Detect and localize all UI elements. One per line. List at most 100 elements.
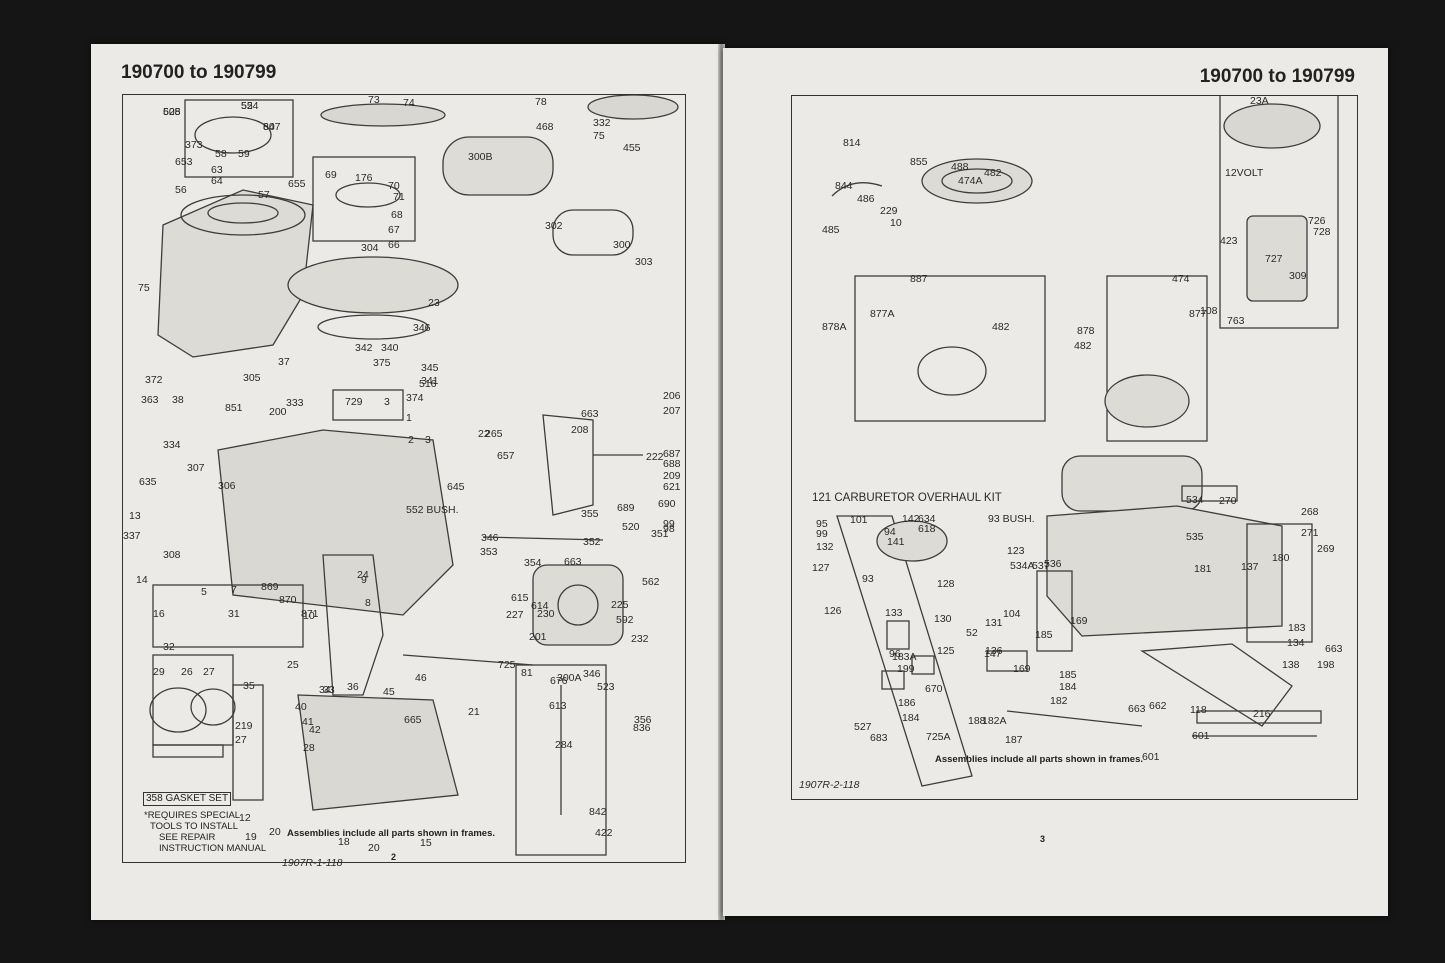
part-callout: 75 bbox=[138, 282, 150, 294]
part-callout: 180 bbox=[1272, 552, 1290, 564]
part-callout: 57 bbox=[258, 189, 270, 201]
part-callout: 225 bbox=[611, 599, 629, 611]
part-callout: 14 bbox=[136, 574, 148, 586]
page-heading: 190700 to 190799 bbox=[1199, 66, 1355, 87]
part-callout: 132 bbox=[816, 541, 834, 553]
part-callout: 300B bbox=[468, 151, 493, 163]
part-callout: 182A bbox=[982, 715, 1007, 727]
part-callout: 185 bbox=[1059, 669, 1077, 681]
part-callout: 52 bbox=[966, 627, 978, 639]
part-callout: 5 bbox=[201, 586, 207, 598]
part-callout: 653 bbox=[175, 156, 193, 168]
part-callout: 516 bbox=[419, 378, 437, 390]
diagram-frame: 358 GASKET SET *REQUIRES SPECIAL TOOLS T… bbox=[122, 94, 686, 868]
part-callout: 341 bbox=[421, 375, 439, 387]
part-callout: 126 bbox=[824, 605, 842, 617]
part-callout: 55 bbox=[241, 100, 253, 112]
part-callout: 537 bbox=[1032, 560, 1050, 572]
part-callout: 3 bbox=[425, 434, 431, 446]
right-page: 190700 to 190799 bbox=[723, 48, 1388, 916]
part-callout: 186 bbox=[898, 697, 916, 709]
part-callout: 9 bbox=[361, 574, 367, 586]
part-callout: 141 bbox=[887, 536, 905, 548]
part-callout: 216 bbox=[1253, 708, 1271, 720]
part-callout: 307 bbox=[187, 462, 205, 474]
part-callout: 184 bbox=[902, 712, 920, 724]
part-callout: 56 bbox=[175, 184, 187, 196]
part-callout: 851 bbox=[225, 402, 243, 414]
part-callout: 269 bbox=[1317, 543, 1335, 555]
part-callout: 15 bbox=[420, 837, 432, 849]
part-callout: 185 bbox=[1035, 629, 1053, 641]
part-callout: 169 bbox=[1070, 615, 1088, 627]
part-callout: 303 bbox=[635, 256, 653, 268]
part-callout: 423 bbox=[1220, 235, 1238, 247]
exploded-view-drawing bbox=[149, 95, 679, 856]
part-callout: 482 bbox=[984, 167, 1002, 179]
part-callout: 333 bbox=[286, 397, 304, 409]
part-callout: 592 bbox=[616, 614, 634, 626]
part-callout: 690 bbox=[658, 498, 676, 510]
part-callout: 25 bbox=[287, 659, 299, 671]
part-callout: 635 bbox=[139, 476, 157, 488]
part-callout: 60 bbox=[263, 121, 275, 133]
part-callout: 37 bbox=[278, 356, 290, 368]
part-callout: 41 bbox=[302, 716, 314, 728]
volt-label: 12VOLT bbox=[1225, 167, 1264, 179]
part-callout: 375 bbox=[373, 357, 391, 369]
part-callout: 562 bbox=[642, 576, 660, 588]
part-callout: 878 bbox=[1077, 325, 1095, 337]
part-callout: 534A bbox=[1010, 560, 1035, 572]
part-callout: 534 bbox=[1186, 494, 1204, 506]
part-callout: 346 bbox=[413, 322, 431, 334]
part-callout: 373 bbox=[185, 139, 203, 151]
part-callout: 374 bbox=[406, 392, 424, 404]
part-callout: 601 bbox=[1142, 751, 1160, 763]
part-callout: 869 bbox=[261, 581, 279, 593]
part-callout: 363 bbox=[141, 394, 159, 406]
part-callout: 99 bbox=[663, 518, 675, 530]
part-callout: 351 bbox=[651, 528, 669, 540]
part-callout: 355 bbox=[581, 508, 599, 520]
part-callout: 520 bbox=[622, 521, 640, 533]
part-callout: 468 bbox=[536, 121, 554, 133]
part-callout: 683 bbox=[870, 732, 888, 744]
part-callout: 662 bbox=[1149, 700, 1167, 712]
part-callout: 23 bbox=[428, 297, 440, 309]
part-callout: 31 bbox=[228, 608, 240, 620]
part-callout: 96 bbox=[889, 648, 901, 660]
part-callout: 536 bbox=[1044, 558, 1062, 570]
part-callout: 618 bbox=[918, 523, 936, 535]
page-heading: 190700 to 190799 bbox=[121, 62, 277, 83]
part-callout: 634 bbox=[918, 513, 936, 525]
part-callout: 181 bbox=[1194, 563, 1212, 575]
exploded-view-drawing bbox=[831, 96, 1339, 787]
part-callout: 304 bbox=[361, 242, 379, 254]
left-page: 190700 to 190799 bbox=[91, 44, 720, 920]
part-callout: 59 bbox=[238, 148, 250, 160]
part-callout: 485 bbox=[822, 224, 840, 236]
part-callout: 524 bbox=[241, 100, 259, 112]
part-callout: 101 bbox=[850, 514, 868, 526]
part-callout: 21 bbox=[468, 706, 480, 718]
part-callout: 346 bbox=[481, 532, 499, 544]
gasket-set-label: 358 GASKET SET bbox=[143, 792, 232, 806]
part-callout: 844 bbox=[835, 180, 853, 192]
part-callout: 222 bbox=[646, 451, 664, 463]
part-callout: 268 bbox=[1301, 506, 1319, 518]
part-callout: 855 bbox=[910, 156, 928, 168]
part-callout: 169 bbox=[1013, 663, 1031, 675]
part-callout: 70 bbox=[388, 180, 400, 192]
part-callout: 346 bbox=[583, 668, 601, 680]
part-callout: 147 bbox=[984, 648, 1002, 660]
part-callout: 35 bbox=[243, 680, 255, 692]
part-callout: 836 bbox=[633, 722, 651, 734]
part-callout: 842 bbox=[589, 806, 607, 818]
part-callout: 118 bbox=[1190, 704, 1207, 716]
part-callout: 104 bbox=[1003, 608, 1021, 620]
part-callout: 75 bbox=[593, 130, 605, 142]
part-callout: 271 bbox=[1301, 527, 1319, 539]
part-callout: 127 bbox=[812, 562, 830, 574]
part-callout: 130 bbox=[934, 613, 952, 625]
part-callout: 474A bbox=[958, 175, 983, 187]
